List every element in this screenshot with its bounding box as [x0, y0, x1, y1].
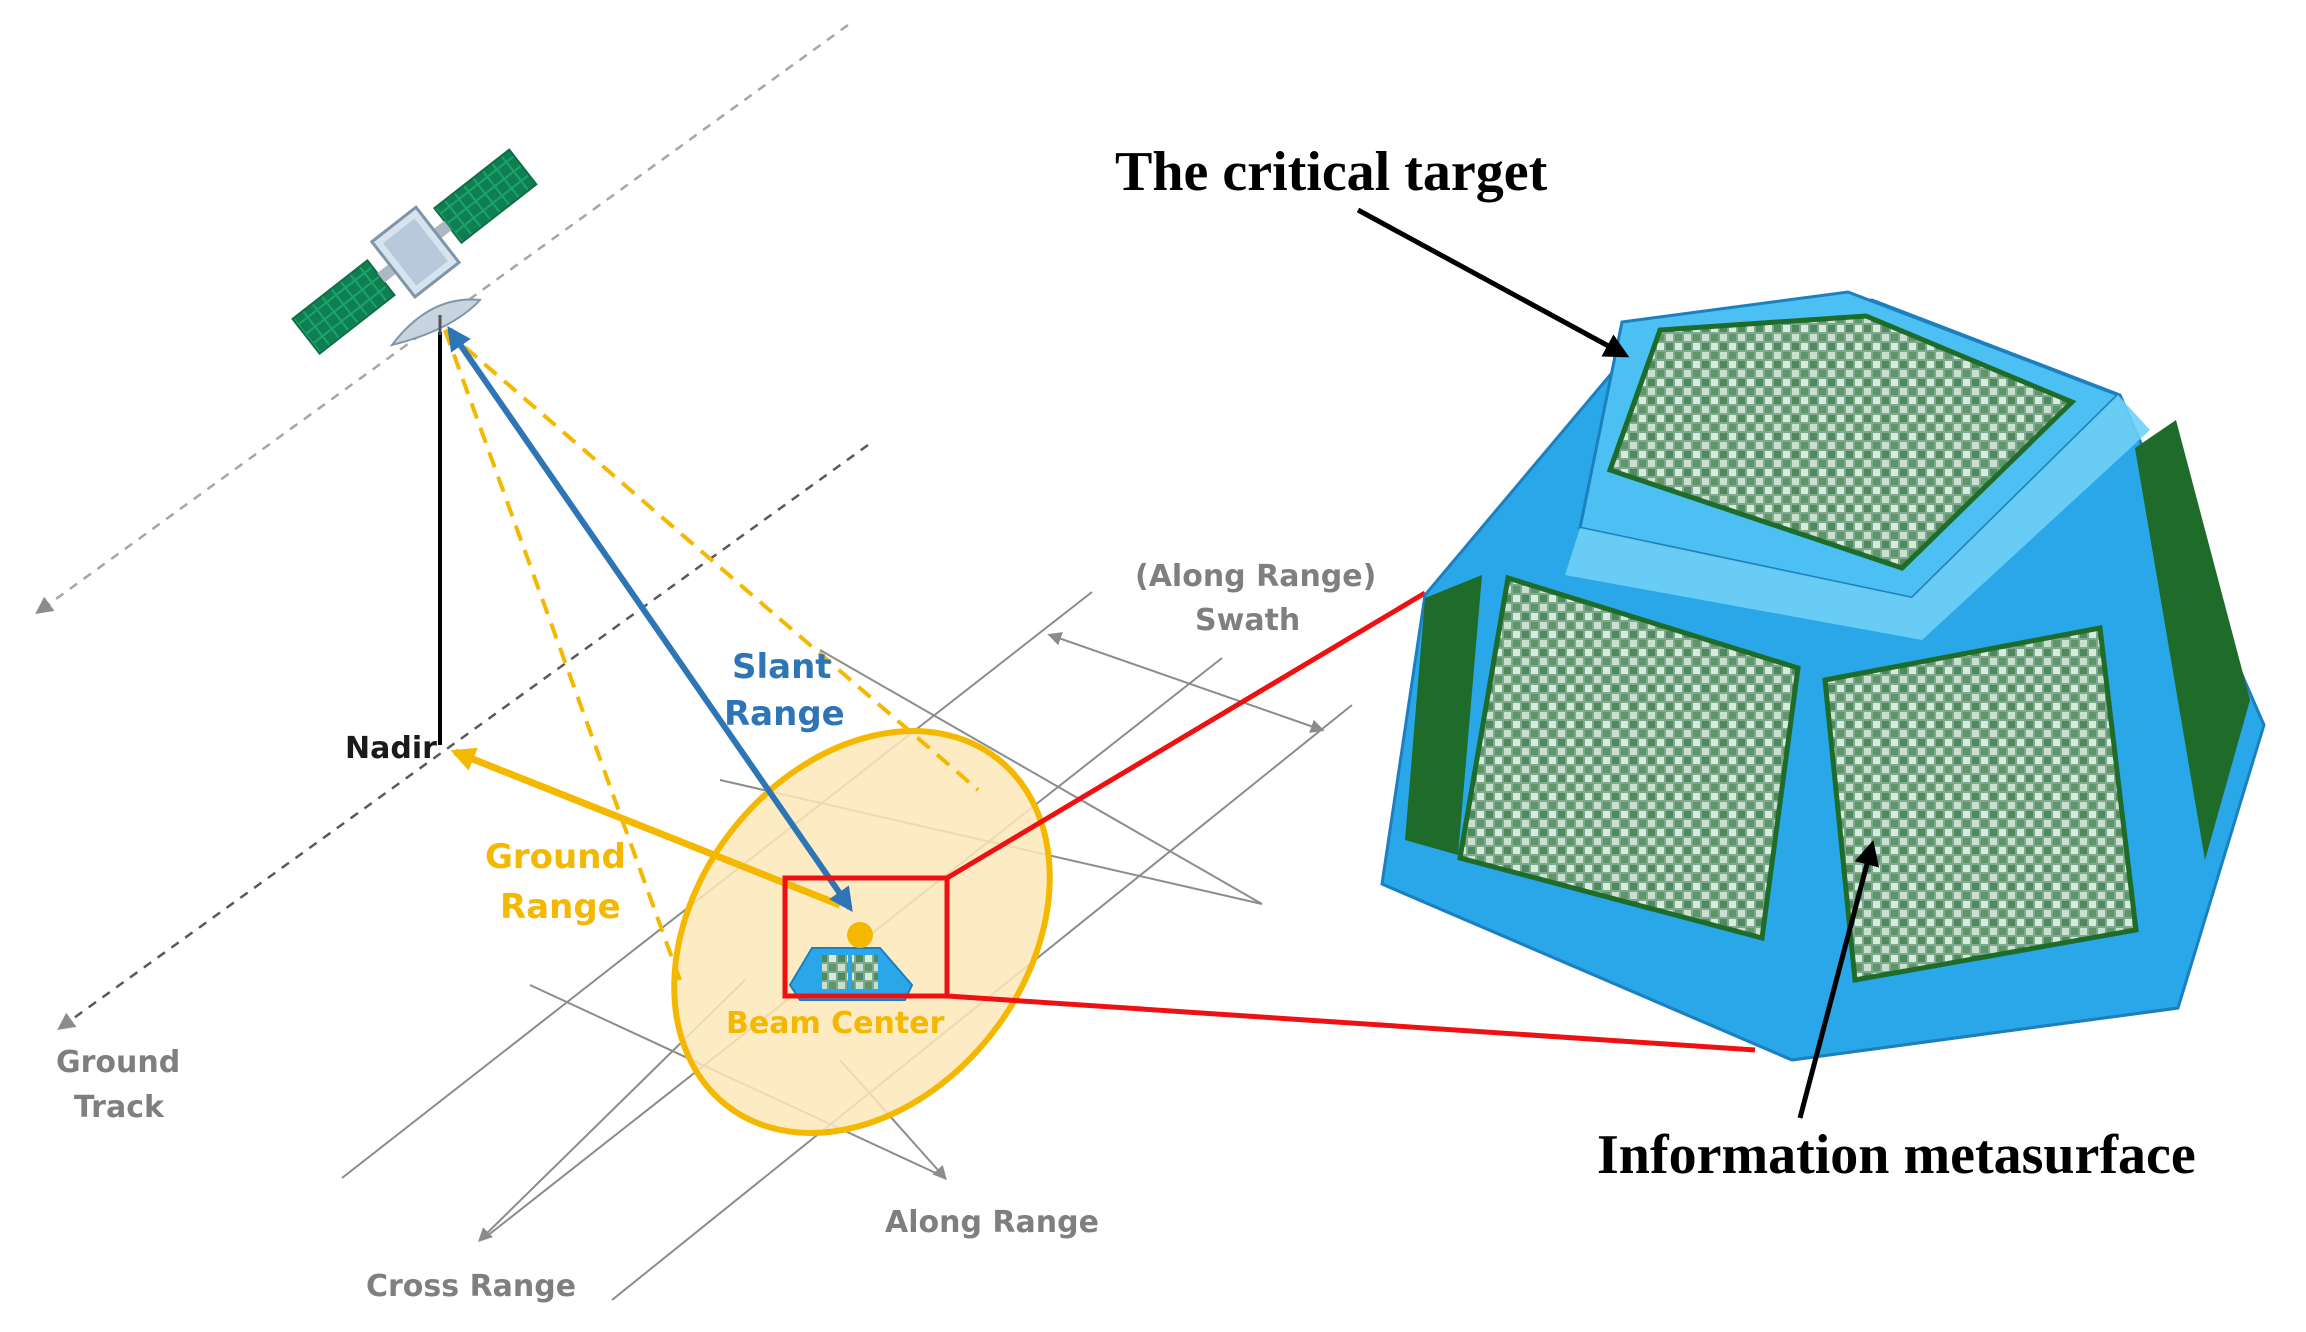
ground-range-arrow — [450, 747, 842, 909]
callout — [782, 590, 1756, 1053]
small-target-icon — [788, 922, 914, 1001]
slant-range-label-line1: Slant — [732, 647, 832, 687]
swath-label-line2: Swath — [1195, 603, 1300, 638]
side-panel-left — [1405, 575, 1482, 855]
info-metasurface-label: Information metasurface — [1597, 1124, 2196, 1186]
side-panel-right — [2135, 420, 2250, 860]
metasurface-panel-top — [1606, 313, 2077, 571]
along-range-label: Along Range — [885, 1205, 1099, 1240]
ground-track-label-line2: Track — [74, 1090, 165, 1125]
cross-range-label: Cross Range — [366, 1269, 576, 1304]
callout-box — [782, 875, 950, 999]
critical-target-pointer — [1356, 207, 1630, 358]
swath-arrow — [1047, 632, 1325, 733]
swath-label-line1: (Along Range) — [1135, 559, 1376, 594]
beam-center-label: Beam Center — [726, 1006, 945, 1041]
beam-cone — [443, 328, 980, 981]
ground-track-line — [57, 443, 869, 1031]
nadir-label: Nadir — [345, 731, 437, 766]
ground-range-label-line1: Ground — [485, 837, 626, 877]
slant-range-arrow-tail — [829, 885, 853, 912]
satellite-icon — [291, 148, 538, 356]
satellite-dish — [389, 298, 483, 347]
metasurface-panel-left — [1457, 574, 1801, 942]
critical-target-label: The critical target — [1115, 141, 1548, 203]
ground-range-label-line2: Range — [500, 887, 621, 927]
ground-track-label-line1: Ground — [56, 1045, 180, 1080]
slant-range-arrow — [447, 326, 853, 910]
metasurface-panel-right — [1822, 625, 2139, 983]
target-mid-band — [1565, 395, 2150, 640]
metasurface-pointer — [1797, 840, 1879, 1119]
critical-target-illustration — [1380, 290, 2266, 1062]
slant-range-label-line2: Range — [724, 694, 845, 734]
